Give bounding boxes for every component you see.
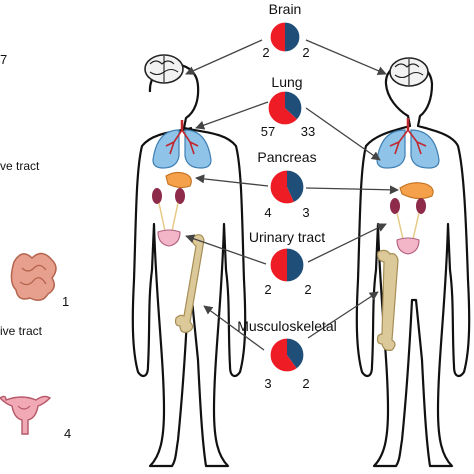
lungs-icon: [376, 118, 440, 169]
arrows: [185, 39, 399, 351]
arrow-musculoskeletal-right: [307, 291, 379, 339]
arrow-urinary-left: [185, 234, 267, 265]
arrow-brain-right: [305, 39, 387, 75]
count-right-urinary: 2: [304, 282, 311, 297]
pie-slice-left-pancreas: [270, 170, 295, 204]
arrow-lung-right: [305, 107, 381, 161]
pie-musculoskeletal: [269, 337, 305, 373]
pie-slice-right-musculoskeletal: [287, 338, 305, 369]
pie-urinary: [269, 247, 305, 283]
pie-slice-left-lung: [267, 91, 298, 125]
kidney-icon: [390, 198, 426, 240]
pie-slice-right-urinary: [287, 248, 304, 282]
arrow-lung-left: [195, 101, 269, 130]
site-musculoskeletal: Musculoskeletal 3 2: [237, 318, 337, 391]
site-brain: Brain 2 2: [262, 1, 309, 60]
left-edge-number-top: 7: [0, 52, 7, 67]
pie-slice-left-musculoskeletal: [270, 338, 297, 372]
site-urinary: Urinary tract 2 2: [249, 229, 325, 297]
pie-slice-right-lung: [285, 91, 302, 120]
pie-outline-musculoskeletal: [269, 337, 305, 373]
pie-pancreas: [269, 169, 305, 205]
left-edge-number-1: 1: [62, 294, 69, 309]
count-left-urinary: 2: [264, 282, 271, 297]
left-edge-label-1: ve tract: [0, 159, 40, 173]
site-pancreas: Pancreas 4 3: [257, 149, 316, 220]
pancreas-icon: [165, 171, 192, 189]
uterus-icon: [0, 395, 52, 435]
count-right-pancreas: 3: [302, 205, 309, 220]
pie-brain: [269, 21, 301, 53]
bladder-icon: [396, 237, 420, 255]
site-label-pancreas: Pancreas: [257, 149, 316, 165]
left-body-silhouette: [131, 63, 247, 468]
bladder-icon: [157, 229, 181, 247]
lungs-icon: [152, 120, 212, 169]
arrow-pancreas-left: [195, 174, 269, 187]
arrow-pancreas-right: [305, 185, 399, 195]
site-label-lung: Lung: [271, 74, 302, 90]
arrow-urinary-right: [307, 223, 387, 263]
pie-lung: [267, 90, 303, 126]
site-lung: Lung 57 33: [261, 74, 315, 139]
pie-outline-lung: [267, 90, 303, 126]
count-right-musculoskeletal: 2: [302, 376, 309, 391]
count-right-brain: 2: [302, 45, 309, 60]
pie-slice-left-brain: [270, 22, 285, 52]
pie-slice-left-urinary: [270, 248, 287, 282]
site-label-brain: Brain: [269, 1, 302, 17]
arrow-brain-left: [185, 39, 263, 75]
count-left-pancreas: 4: [264, 205, 271, 220]
brain-icon: [144, 54, 184, 84]
count-left-lung: 57: [261, 124, 275, 139]
right-body-silhouette: [355, 61, 471, 468]
count-left-musculoskeletal: 3: [264, 376, 271, 391]
pie-outline-pancreas: [269, 169, 305, 205]
arrow-musculoskeletal-left: [203, 305, 265, 351]
count-right-lung: 33: [301, 124, 315, 139]
pie-slice-right-pancreas: [287, 170, 304, 203]
brain-icon: [389, 57, 429, 87]
kidney-icon: [152, 188, 185, 232]
pie-outline-brain: [269, 21, 301, 53]
intestine-icon: [10, 252, 57, 301]
pie-outline-urinary: [269, 247, 305, 283]
left-edge-number-2: 4: [64, 426, 71, 441]
count-left-brain: 2: [262, 45, 269, 60]
left-edge-label-2: ive tract: [0, 324, 43, 338]
site-label-musculoskeletal: Musculoskeletal: [237, 318, 337, 334]
bone-icon: [376, 249, 399, 351]
site-label-urinary: Urinary tract: [249, 229, 325, 245]
pancreas-icon: [399, 182, 434, 200]
pie-slice-right-brain: [285, 22, 300, 52]
